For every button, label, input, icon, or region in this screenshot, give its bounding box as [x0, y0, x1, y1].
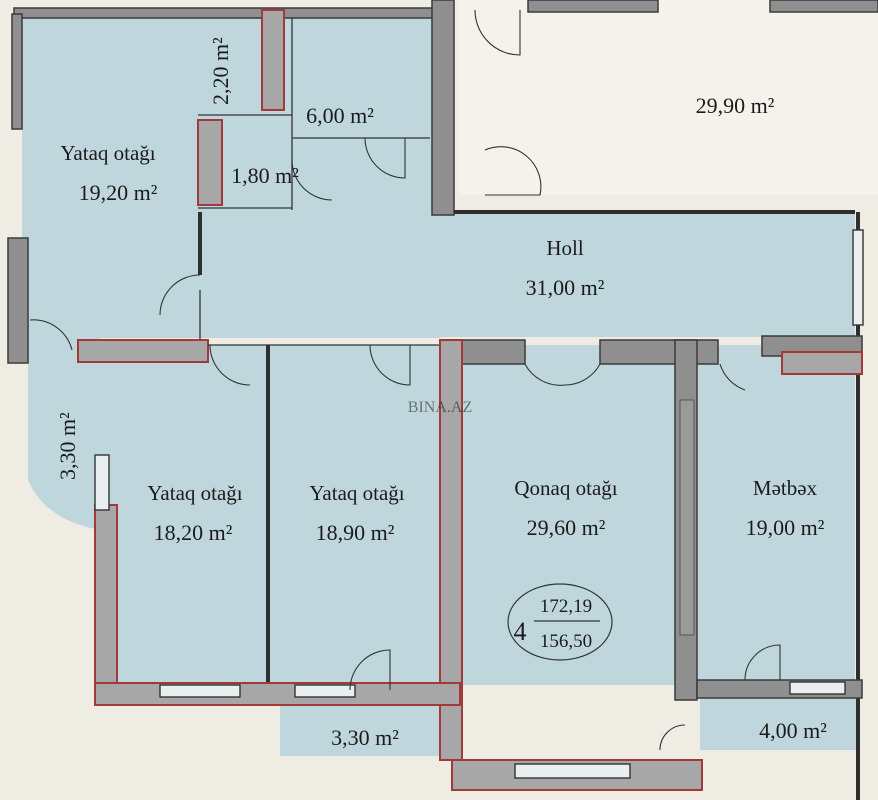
- window-living: [514, 763, 631, 779]
- area-bedroom-mid: 18,90 m²: [316, 520, 395, 545]
- kitchen-counter: [781, 351, 863, 375]
- badge-outline: [507, 583, 613, 661]
- badge-total-area: 172,19: [540, 596, 592, 617]
- wall-row-living-right: [599, 339, 719, 365]
- name-bedroom-top: Yataq otağı: [60, 141, 155, 165]
- badge-rooms-count: 4: [514, 617, 527, 646]
- door-bedroom-mid: [369, 344, 411, 386]
- windows: [94, 229, 864, 779]
- name-living: Qonaq otağı: [514, 476, 617, 500]
- name-hall: Holl: [546, 236, 584, 260]
- door-top-right: [484, 146, 542, 196]
- watermark-text: BINA.AZ: [408, 399, 472, 416]
- badge-living-area: 156,50: [540, 631, 592, 652]
- wall-hatched: [679, 399, 695, 636]
- door-balcony-living: [659, 724, 686, 751]
- area-living: 29,60 m²: [527, 515, 606, 540]
- door-bedroom-top: [159, 274, 201, 316]
- door-bathroom: [364, 137, 406, 179]
- area-closet-upper: 2,20 m²: [208, 37, 233, 105]
- labels: 29,90 m² Yataq otağı 19,20 m² 2,20 m² 6,…: [55, 37, 827, 750]
- area-bathroom: 6,00 m²: [306, 103, 374, 128]
- area-hall: 31,00 m²: [526, 275, 605, 300]
- window-left: [94, 454, 110, 511]
- wall-left-mid: [7, 237, 29, 364]
- door-balcony-bottom: [349, 649, 391, 691]
- area-bedroom-top: 19,20 m²: [79, 180, 158, 205]
- closet-hatch: [679, 399, 695, 636]
- room-balcony-left-area: [28, 320, 100, 530]
- area-balcony-bottom: 3,30 m²: [331, 725, 399, 750]
- area-closet-lower: 1,80 m²: [231, 163, 299, 188]
- window-bedroom-left: [159, 684, 241, 698]
- room-top-right-area: [458, 0, 878, 195]
- wardrobe-lower: [197, 119, 223, 206]
- area-bedroom-left: 18,20 m²: [154, 520, 233, 545]
- door-living: [524, 363, 601, 386]
- door-kitchen: [719, 363, 746, 391]
- wall-bottom-bedrooms: [94, 682, 461, 706]
- name-kitchen: Mətbəx: [753, 476, 818, 500]
- name-bedroom-mid: Yataq otağı: [309, 481, 404, 505]
- area-kitchen: 19,00 m²: [746, 515, 825, 540]
- wall-center-top: [431, 0, 455, 216]
- apartment-badge: 4 172,19 156,50: [507, 583, 613, 661]
- window-hall: [852, 229, 864, 326]
- room-hall-area: [205, 212, 855, 337]
- wall-left-upper: [11, 13, 23, 130]
- name-bedroom-left: Yataq otağı: [147, 481, 242, 505]
- door-balcony-left: [29, 319, 73, 351]
- wall-top-right-a: [527, 0, 659, 13]
- wardrobe-upper: [261, 9, 285, 111]
- wall-top-right-b: [769, 0, 878, 13]
- door-balcony-right: [744, 644, 781, 681]
- room-balcony-right-area: [700, 695, 860, 750]
- room-bottom-area: [100, 345, 855, 685]
- area-balcony-left: 3,30 m²: [55, 412, 80, 480]
- door-closet: [291, 159, 333, 201]
- wall-top: [13, 7, 445, 19]
- wall-row-left: [77, 339, 209, 363]
- wall-bedroom-left-outer: [94, 504, 118, 706]
- window-kitchen: [789, 681, 846, 695]
- window-bedroom-mid: [294, 684, 356, 698]
- area-top-right: 29,90 m²: [696, 93, 775, 118]
- area-balcony-right: 4,00 m²: [759, 718, 827, 743]
- door-bedroom-left: [209, 344, 251, 386]
- room-fills: [22, 0, 878, 756]
- door-entrance: [474, 9, 521, 56]
- doors: [29, 9, 781, 751]
